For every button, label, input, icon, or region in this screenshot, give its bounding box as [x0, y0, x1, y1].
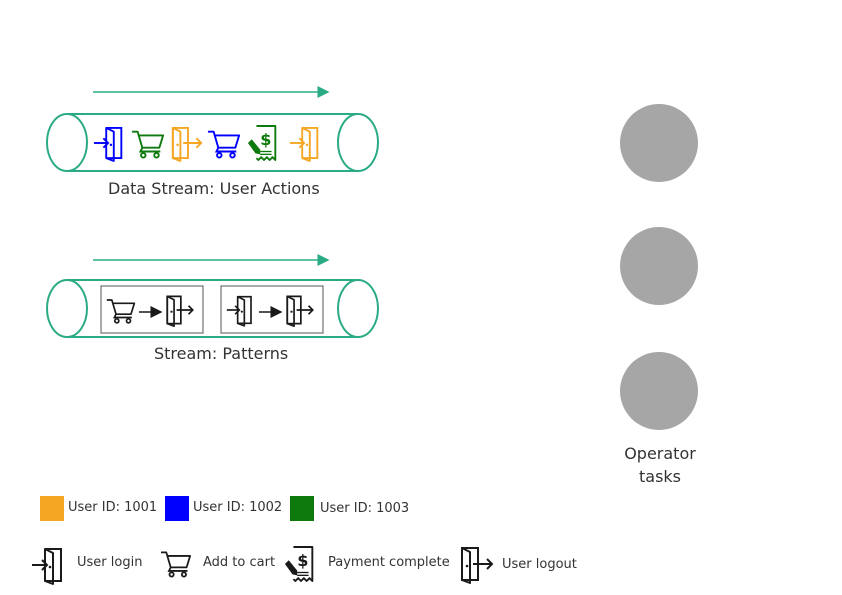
- login-icon: [289, 126, 319, 162]
- operator-tasks: [620, 104, 698, 430]
- stream-title-patterns: Stream: Patterns: [154, 344, 289, 363]
- operator-task-circle: [620, 227, 698, 305]
- operator-label-line1: Operator: [624, 444, 696, 463]
- legend-logout-label: User logout: [502, 557, 577, 572]
- legend-cart-label: Add to cart: [203, 555, 276, 570]
- login-icon: [31, 548, 62, 585]
- stream-pipe: [46, 279, 379, 338]
- user-color-swatch: [165, 496, 189, 521]
- payment-icon: [247, 125, 277, 161]
- stream-pipe: [46, 113, 379, 172]
- stream-title-user-actions: Data Stream: User Actions: [108, 179, 320, 198]
- logout-icon: [461, 547, 493, 584]
- legend-payment-label: Payment complete: [328, 555, 450, 570]
- legend-user-1001-label: User ID: 1001: [68, 500, 158, 515]
- user-actions-stream: [46, 86, 379, 172]
- operator-task-circle: [620, 104, 698, 182]
- user-legend: [40, 496, 314, 521]
- cart-icon: [160, 551, 192, 578]
- legend-user-1003-label: User ID: 1003: [320, 501, 410, 516]
- cart-icon: [131, 130, 165, 159]
- pattern-box: [100, 285, 204, 334]
- login-icon: [93, 126, 123, 162]
- payment-icon: [284, 545, 314, 583]
- logout-icon: [171, 126, 203, 162]
- patterns-stream: [46, 254, 379, 338]
- user-color-swatch: [40, 496, 64, 521]
- operator-label-line2: tasks: [638, 467, 681, 486]
- operator-task-circle: [620, 352, 698, 430]
- stream-events: [93, 125, 319, 162]
- legend-user-1002-label: User ID: 1002: [193, 500, 283, 515]
- operator-label: Operator tasks: [608, 442, 712, 488]
- legend-login-label: User login: [77, 555, 143, 570]
- user-color-swatch: [290, 496, 314, 521]
- cart-icon: [207, 130, 241, 159]
- pattern-items: [100, 285, 324, 334]
- pattern-box: [220, 285, 324, 334]
